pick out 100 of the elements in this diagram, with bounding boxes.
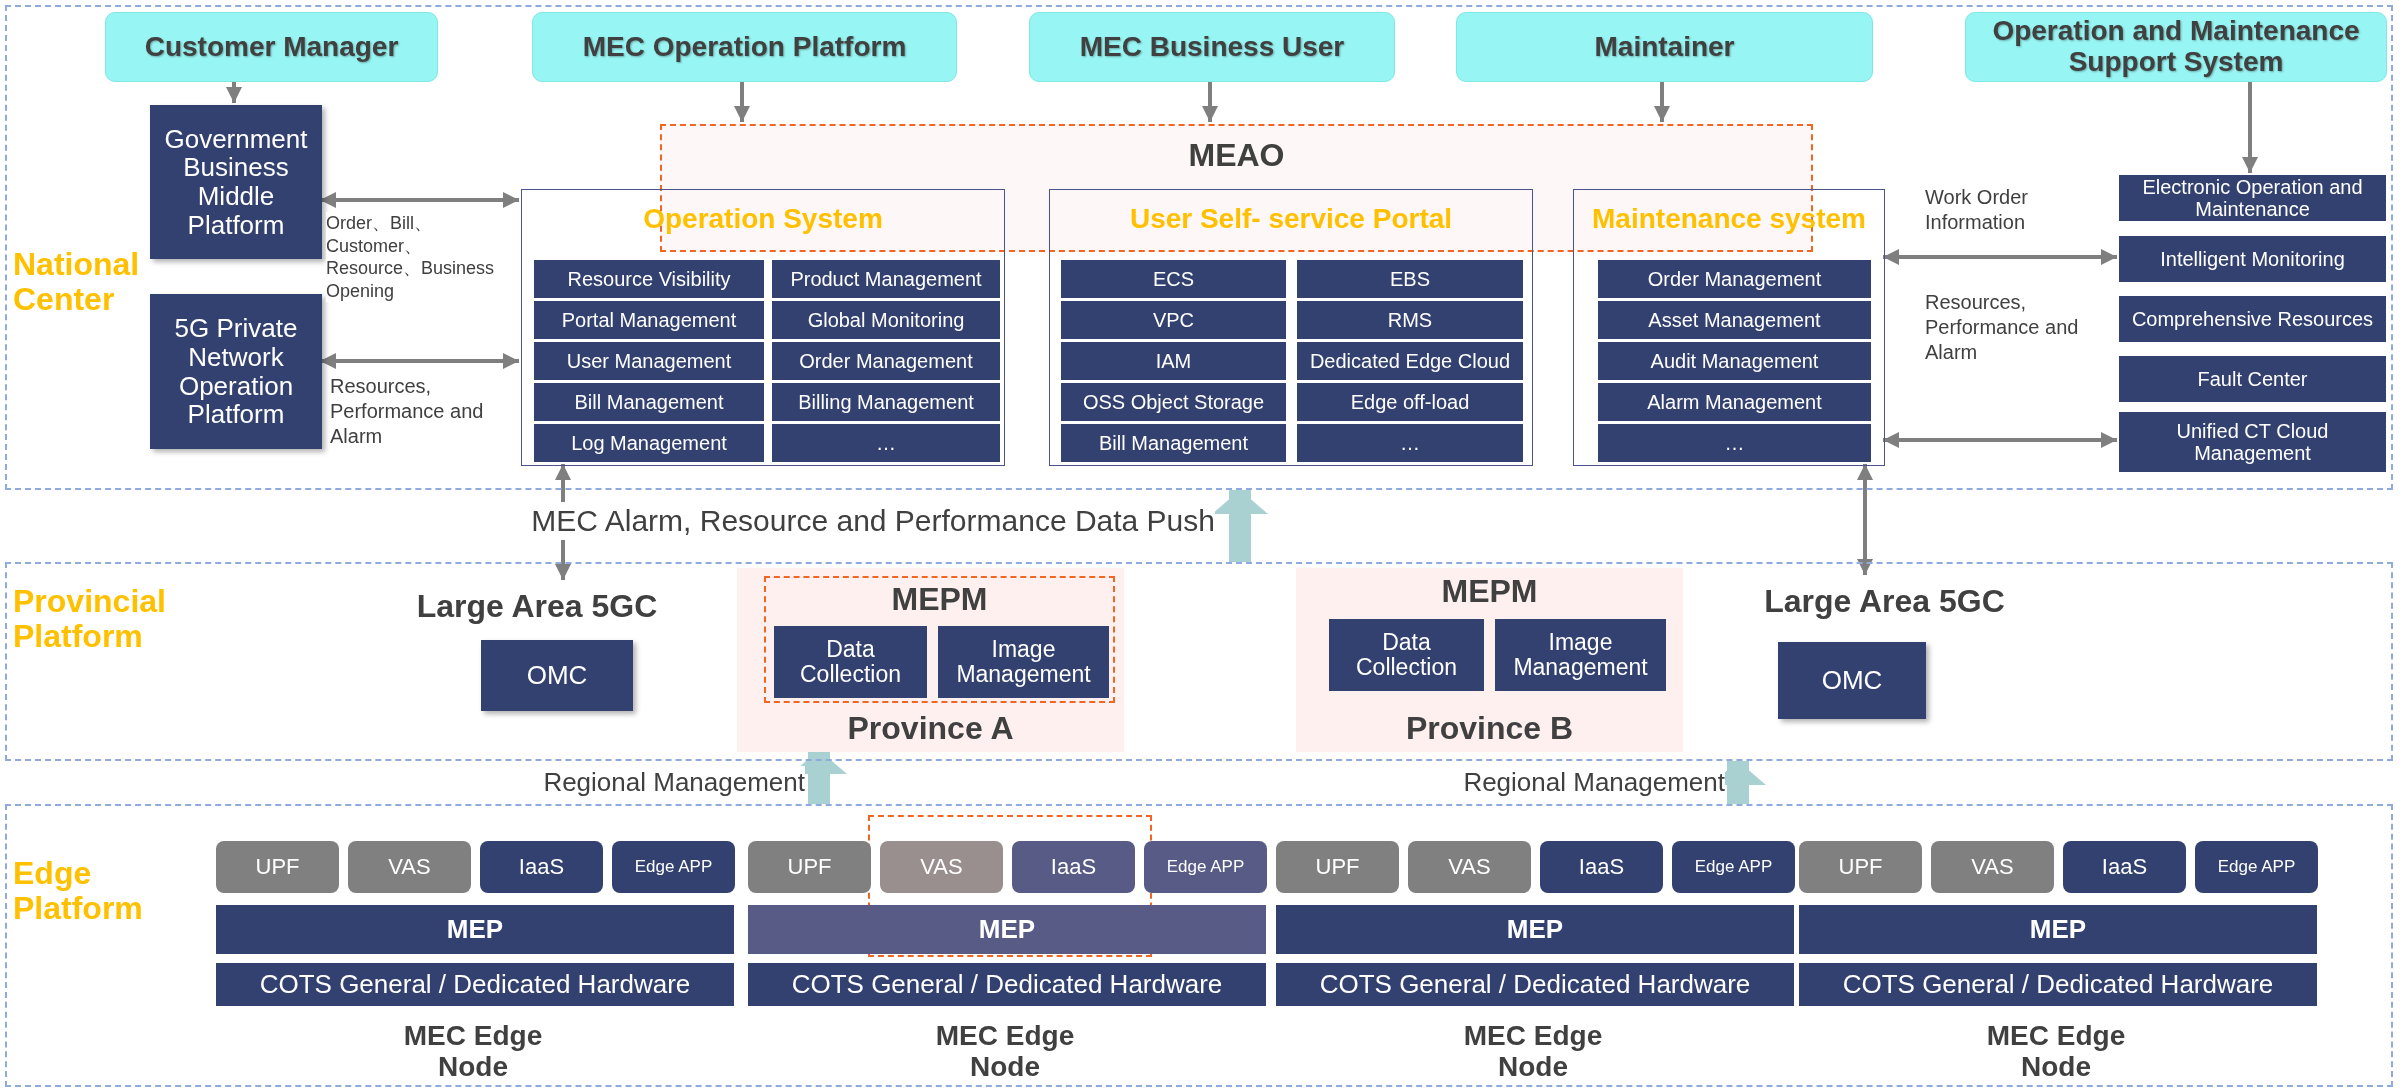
province-panel: [1296, 568, 1683, 752]
heading-text: Large Area 5GC: [1742, 577, 2027, 627]
module-box: …: [1598, 424, 1871, 462]
module-box: Portal Management: [534, 301, 764, 339]
panel-title: MEPM: [890, 582, 989, 618]
module-box: Intelligent Monitoring: [2119, 236, 2386, 282]
layer-band: [5, 562, 2393, 761]
hardware-bar: COTS General / Dedicated Hardware: [1276, 963, 1794, 1006]
panel-title: User Self- service Portal: [1128, 204, 1454, 235]
module-box: RMS: [1297, 301, 1523, 339]
system-panel: [1049, 189, 1533, 466]
module-box: Order Management: [772, 342, 1000, 380]
module-box: Data Collection: [1329, 619, 1484, 691]
module-box: VAS: [880, 841, 1003, 893]
module-box: Dedicated Edge Cloud: [1297, 342, 1523, 380]
module-box: Alarm Management: [1598, 383, 1871, 421]
module-box: Image Management: [1495, 619, 1666, 691]
arrow: [734, 80, 750, 122]
module-box: IaaS: [2063, 841, 2186, 893]
module-box: Edge APP: [612, 841, 735, 893]
module-box: Government Business Middle Platform: [150, 105, 322, 259]
module-box: User Management: [534, 342, 764, 380]
module-box: ECS: [1061, 260, 1286, 298]
panel-title: MEPM: [1440, 574, 1539, 610]
panel-title: Operation System: [642, 204, 884, 235]
module-box: …: [1297, 424, 1523, 462]
node-caption: MEC Edge Node: [402, 1020, 544, 1084]
panel-title: MEAO: [1187, 138, 1286, 174]
module-box: Resource Visibility: [534, 260, 764, 298]
dashed-frame: [764, 576, 1115, 703]
module-box: Order Management: [1598, 260, 1871, 298]
platform-bar: MEP: [748, 905, 1266, 954]
module-box: UPF: [1276, 841, 1399, 893]
arrow: [226, 80, 242, 103]
module-box: Bill Management: [1061, 424, 1286, 462]
module-box: Billing Management: [772, 383, 1000, 421]
hardware-bar: COTS General / Dedicated Hardware: [748, 963, 1266, 1006]
double-arrow: [1883, 432, 2117, 448]
arrow: [2242, 80, 2258, 173]
arrow: [1654, 80, 1670, 122]
module-box: IaaS: [1012, 841, 1135, 893]
module-box: Edge off-load: [1297, 383, 1523, 421]
module-box: OMC: [481, 640, 633, 711]
panel-title: Province B: [1404, 710, 1575, 746]
double-arrow: [1883, 249, 2117, 265]
double-arrow: [320, 192, 519, 208]
module-box: IaaS: [480, 841, 603, 893]
module-box: Fault Center: [2119, 356, 2386, 402]
panel-title: Province A: [846, 710, 1015, 746]
panel-title: Maintenance system: [1591, 204, 1867, 235]
module-box: Data Collection: [774, 626, 927, 698]
platform-bar: MEP: [1799, 905, 2317, 954]
node-caption: MEC Edge Node: [934, 1020, 1076, 1084]
module-box: Edge APP: [1144, 841, 1267, 893]
module-box: Edge APP: [2195, 841, 2318, 893]
module-box: VPC: [1061, 301, 1286, 339]
module-box: UPF: [1799, 841, 1922, 893]
layer-title: Edge Platform: [13, 856, 144, 927]
heading-text: Large Area 5GC: [397, 582, 677, 632]
module-box: …: [772, 424, 1000, 462]
role-box: Customer Manager: [105, 12, 438, 82]
platform-bar: MEP: [216, 905, 734, 954]
module-box: EBS: [1297, 260, 1523, 298]
hardware-bar: COTS General / Dedicated Hardware: [1799, 963, 2317, 1006]
layer-title: National Center: [13, 247, 141, 318]
hardware-bar: COTS General / Dedicated Hardware: [216, 963, 734, 1006]
module-box: VAS: [1931, 841, 2054, 893]
module-box: Log Management: [534, 424, 764, 462]
system-panel: [521, 189, 1005, 466]
module-box: UPF: [216, 841, 339, 893]
module-box: Bill Management: [534, 383, 764, 421]
module-box: OMC: [1778, 642, 1926, 719]
module-box: Edge APP: [1672, 841, 1795, 893]
system-panel: [1573, 189, 1885, 466]
module-box: Global Monitoring: [772, 301, 1000, 339]
arrow: [1202, 80, 1218, 122]
province-panel: [737, 568, 1124, 752]
module-box: Product Management: [772, 260, 1000, 298]
module-box: Electronic Operation and Maintenance: [2119, 175, 2386, 221]
module-box: Unified CT Cloud Management: [2119, 412, 2386, 472]
module-box: IaaS: [1540, 841, 1663, 893]
role-box: MEC Business User: [1029, 12, 1395, 82]
module-box: Audit Management: [1598, 342, 1871, 380]
layer-band: [5, 804, 2393, 1087]
role-box: Operation and Maintenance Support System: [1965, 12, 2387, 82]
node-caption: MEC Edge Node: [1462, 1020, 1604, 1084]
module-box: OSS Object Storage: [1061, 383, 1286, 421]
module-box: VAS: [1408, 841, 1531, 893]
module-box: Asset Management: [1598, 301, 1871, 339]
layer-band: [5, 5, 2393, 490]
module-box: UPF: [748, 841, 871, 893]
role-box: Maintainer: [1456, 12, 1873, 82]
module-box: VAS: [348, 841, 471, 893]
node-caption: MEC Edge Node: [1985, 1020, 2127, 1084]
role-box: MEC Operation Platform: [532, 12, 957, 82]
layer-title: Provincial Platform: [13, 584, 167, 655]
platform-bar: MEP: [1276, 905, 1794, 954]
module-box: Comprehensive Resources: [2119, 296, 2386, 342]
module-box: IAM: [1061, 342, 1286, 380]
module-box: Image Management: [938, 626, 1109, 698]
